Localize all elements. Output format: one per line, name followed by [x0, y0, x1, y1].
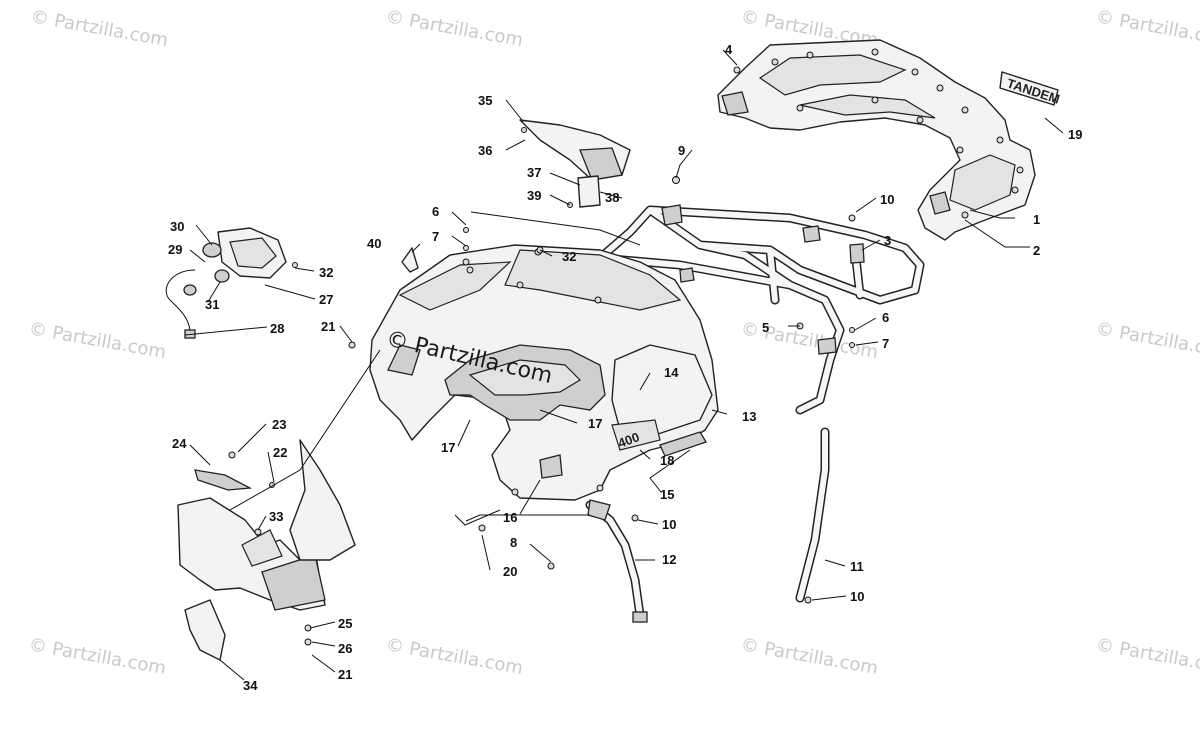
rack-frame-part	[595, 204, 925, 415]
rear-rack-part	[717, 39, 1036, 241]
callout-6a: 6	[432, 204, 439, 219]
callout-30: 30	[170, 219, 184, 234]
watermark-bottom-right: © Partzilla.com	[1094, 634, 1200, 679]
callout-19: 19	[1068, 127, 1082, 142]
callout-12: 12	[662, 552, 676, 567]
fender-model-decal: 400	[616, 429, 642, 451]
callout-32a: 32	[319, 265, 333, 280]
callout-10a: 10	[880, 192, 894, 207]
callout-39: 39	[527, 188, 541, 203]
callout-10c: 10	[850, 589, 864, 604]
callout-7a: 7	[432, 229, 439, 244]
callout-1: 1	[1033, 212, 1040, 227]
rear-fender-part: 400	[369, 244, 719, 501]
callout-labels: 1 2 3 4 5 6 6 7 7 8 9 10 10 10 11 12 13 …	[168, 42, 1082, 693]
callout-2: 2	[1033, 243, 1040, 258]
mud-flap-part	[519, 119, 631, 181]
callout-21a: 21	[321, 319, 335, 334]
callout-21b: 21	[338, 667, 352, 682]
footwell-part	[177, 439, 356, 661]
callout-24: 24	[172, 436, 187, 451]
taillight-assembly-part	[165, 227, 287, 339]
callout-31: 31	[205, 297, 219, 312]
callout-4: 4	[725, 42, 733, 57]
rack-support-part	[795, 427, 830, 603]
reflector-part	[659, 431, 707, 457]
callout-18: 18	[660, 453, 674, 468]
callout-25: 25	[338, 616, 352, 631]
watermark-bottom-left: © Partzilla.com	[27, 634, 167, 679]
callout-10b: 10	[662, 517, 676, 532]
watermark-bottom-center-right: © Partzilla.com	[739, 634, 879, 679]
callout-13: 13	[742, 409, 756, 424]
callout-37: 37	[527, 165, 541, 180]
callout-36: 36	[478, 143, 492, 158]
leader-lines	[184, 49, 1064, 681]
callout-23: 23	[272, 417, 286, 432]
callout-8: 8	[510, 535, 517, 550]
callout-38: 38	[605, 190, 619, 205]
callout-35: 35	[478, 93, 492, 108]
callout-15: 15	[660, 487, 674, 502]
callout-33: 33	[269, 509, 283, 524]
flap-bracket-part	[567, 175, 601, 208]
callout-26: 26	[338, 641, 352, 656]
callout-20: 20	[503, 564, 517, 579]
watermark-mid-right-b: © Partzilla.com	[1094, 318, 1200, 363]
callout-11: 11	[850, 559, 864, 574]
callout-40: 40	[367, 236, 381, 251]
callout-28: 28	[270, 321, 284, 336]
callout-7b: 7	[882, 336, 889, 351]
callout-14: 14	[664, 365, 679, 380]
callout-29: 29	[168, 242, 182, 257]
bumper-bracket-part	[585, 499, 648, 623]
rack-decal-part: TANDEM	[999, 71, 1062, 107]
callout-6b: 6	[882, 310, 889, 325]
wire-clip-part	[401, 247, 419, 273]
watermark-mid-left: © Partzilla.com	[27, 318, 167, 363]
hardware-group	[228, 66, 856, 646]
watermark-mid-right-a: © Partzilla.com	[739, 318, 879, 363]
callout-17a: 17	[441, 440, 455, 455]
callout-9: 9	[678, 143, 685, 158]
callout-17b: 17	[588, 416, 602, 431]
watermark-top-center: © Partzilla.com	[384, 6, 524, 51]
callout-3: 3	[884, 233, 891, 248]
callout-34: 34	[243, 678, 258, 693]
callout-5: 5	[762, 320, 769, 335]
callout-27: 27	[319, 292, 333, 307]
watermark-bottom-center: © Partzilla.com	[384, 634, 524, 679]
rack-decal-text: TANDEM	[1005, 76, 1062, 107]
callout-16: 16	[503, 510, 517, 525]
watermark-top-right: © Partzilla.com	[1094, 6, 1200, 51]
callout-22: 22	[273, 445, 287, 460]
callout-32b: 32	[562, 249, 576, 264]
watermark-top-left: © Partzilla.com	[29, 6, 169, 51]
